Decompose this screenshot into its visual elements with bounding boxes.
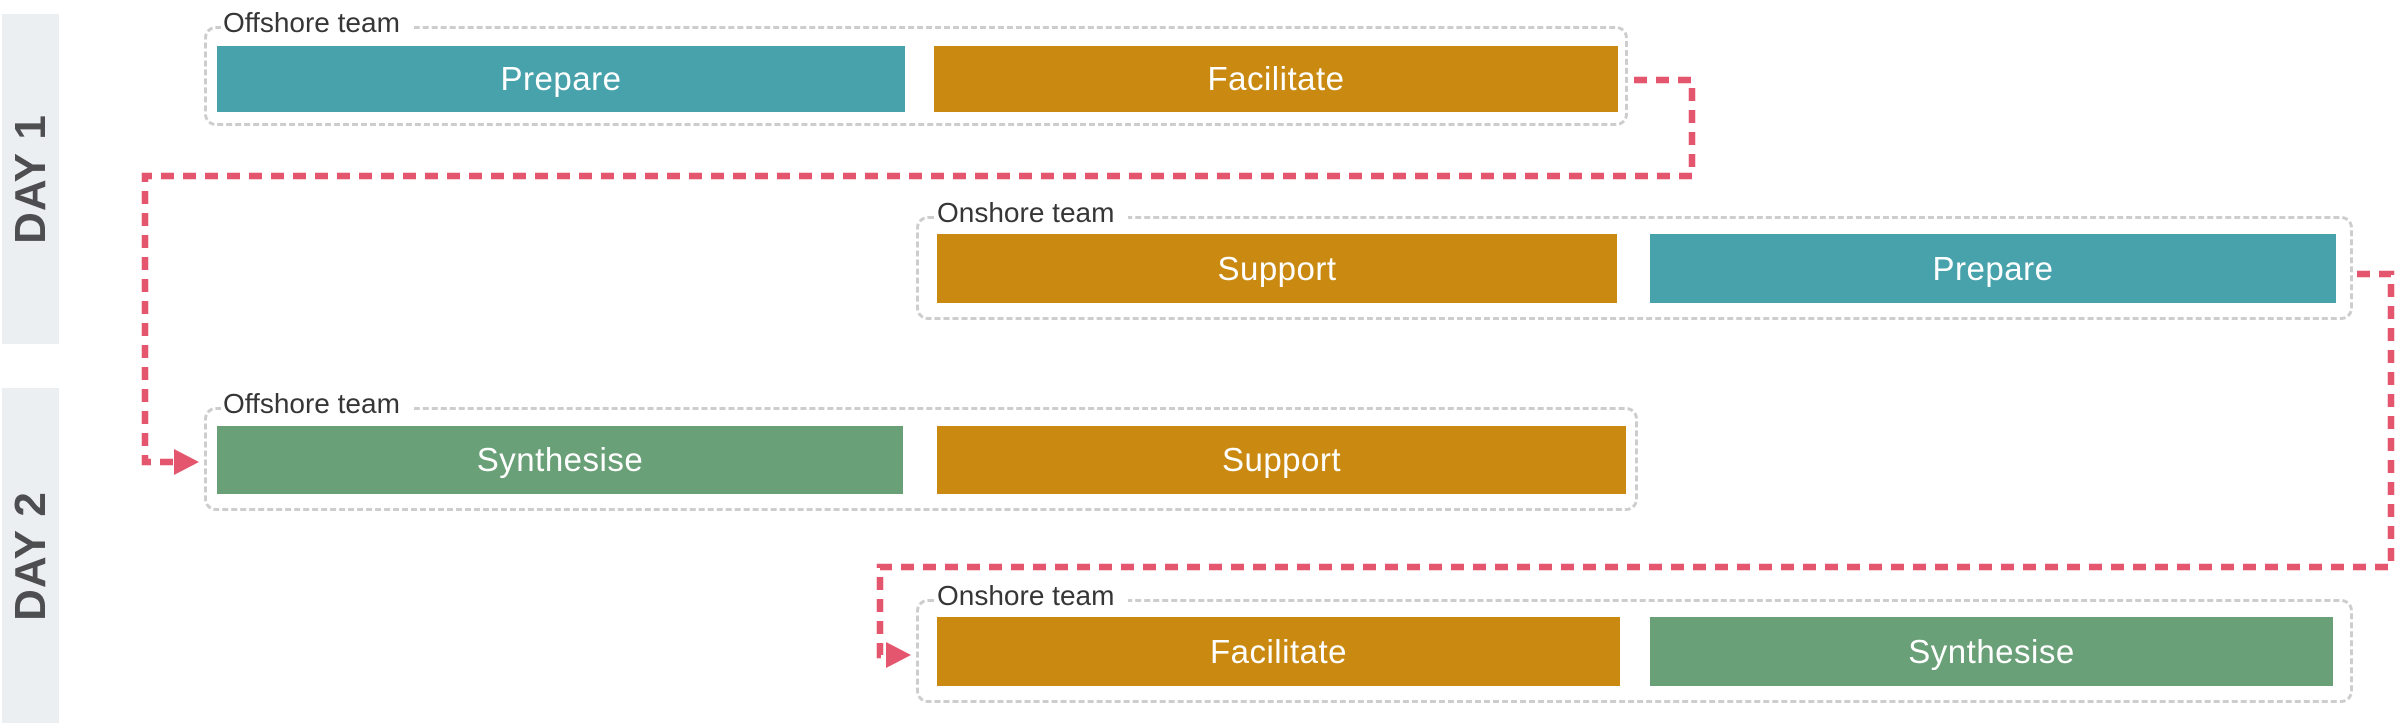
task-bar-label: Synthesise <box>1908 632 2075 670</box>
group-day1-offshore: Offshore team Prepare Facilitate <box>204 8 1628 126</box>
task-bar-day2-onshore-synthesise: Synthesise <box>1650 617 2333 686</box>
task-bar-day1-onshore-prepare: Prepare <box>1650 234 2336 303</box>
task-bar-day1-offshore-facilitate: Facilitate <box>934 46 1618 112</box>
group-day2-onshore: Onshore team Facilitate Synthesise <box>916 581 2353 703</box>
group-day1-onshore: Onshore team Support Prepare <box>916 198 2353 320</box>
task-bar-label: Prepare <box>500 60 622 97</box>
team-group-label: Offshore team <box>221 8 414 38</box>
task-bar-label: Support <box>1217 249 1337 287</box>
flow-arrowhead-icon <box>886 642 911 668</box>
team-group-label: Onshore team <box>935 198 1129 228</box>
task-bar-day2-onshore-facilitate: Facilitate <box>937 617 1620 686</box>
task-bar-label: Synthesise <box>476 441 644 478</box>
team-group-label: Onshore team <box>935 581 1129 611</box>
task-bar-day1-offshore-prepare: Prepare <box>217 46 905 112</box>
day1-band: DAY 1 <box>2 14 59 344</box>
task-bar-day1-onshore-support: Support <box>937 234 1617 303</box>
day2-label: DAY 2 <box>5 490 55 621</box>
day1-label: DAY 1 <box>5 114 55 244</box>
task-bar-label: Facilitate <box>1207 60 1345 97</box>
flow-arrowhead-icon <box>174 449 199 475</box>
day2-band: DAY 2 <box>2 388 59 723</box>
task-bar-label: Prepare <box>1932 249 2054 287</box>
group-day2-offshore: Offshore team Synthesise Support <box>204 389 1638 511</box>
task-bar-label: Support <box>1221 441 1342 478</box>
task-bar-label: Facilitate <box>1209 632 1348 670</box>
task-bar-day2-offshore-synthesise: Synthesise <box>217 426 903 494</box>
task-bar-day2-offshore-support: Support <box>937 426 1626 494</box>
team-group-label: Offshore team <box>221 389 414 419</box>
